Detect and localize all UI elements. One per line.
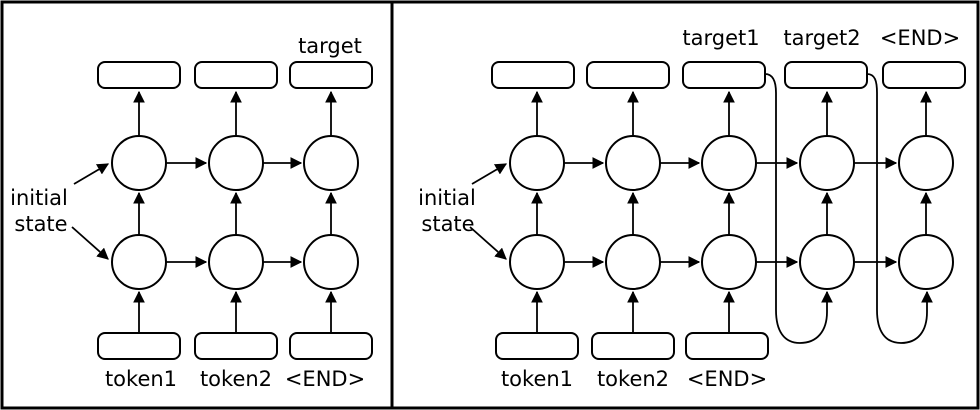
panel-right-inference: target1 target2 <END> token1 token2 <END…	[390, 0, 980, 410]
right-output-box	[784, 61, 868, 89]
rnn-cell	[111, 234, 167, 290]
rnn-cell	[898, 234, 954, 290]
left-input-box	[289, 332, 373, 360]
rnn-cell	[509, 234, 565, 290]
left-output-box	[97, 61, 181, 89]
right-initial-state-arrow-bottom	[469, 226, 507, 260]
rnn-cell	[605, 234, 661, 290]
right-input-label: token1	[501, 367, 573, 391]
right-output-box	[491, 61, 575, 89]
rnn-cell	[799, 234, 855, 290]
panel-left-training: target token1 token2 <END> initial state	[0, 0, 394, 410]
rnn-cell	[208, 234, 264, 290]
feedback-curve	[764, 73, 833, 344]
right-input-label: token2	[597, 367, 669, 391]
right-output-box	[882, 61, 966, 89]
right-output-box	[682, 61, 766, 89]
panel-right-border	[390, 0, 980, 410]
rnn-cell	[208, 135, 264, 191]
right-output-label: target1	[682, 26, 759, 50]
left-output-box	[289, 61, 373, 89]
right-input-box	[495, 332, 579, 360]
left-initial-state-arrow-top	[73, 163, 110, 185]
right-input-box	[685, 332, 769, 360]
right-output-label: target2	[783, 26, 860, 50]
rnn-cell	[898, 135, 954, 191]
left-input-label: token2	[200, 367, 272, 391]
left-initial-state-label: state	[14, 212, 67, 236]
left-input-box	[194, 332, 278, 360]
rnn-cell	[605, 135, 661, 191]
right-output-box	[586, 61, 670, 89]
rnn-cell	[799, 135, 855, 191]
right-initial-state-label: initial	[418, 186, 476, 210]
left-initial-state-arrow-bottom	[71, 226, 109, 260]
left-grid-arrows	[71, 90, 337, 333]
rnn-cell	[701, 135, 757, 191]
right-initial-state-arrow-top	[471, 163, 508, 185]
feedback-curve	[866, 73, 933, 344]
left-output-box	[194, 61, 278, 89]
right-input-label: <END>	[687, 367, 767, 391]
left-input-box	[97, 332, 181, 360]
left-initial-state-label: initial	[10, 186, 68, 210]
right-initial-state-label: state	[421, 212, 474, 236]
rnn-cell	[701, 234, 757, 290]
left-input-label: token1	[105, 367, 177, 391]
left-target-label: target	[298, 34, 362, 58]
right-input-box	[591, 332, 675, 360]
left-input-label: <END>	[285, 367, 365, 391]
right-grid-arrows	[469, 73, 933, 344]
rnn-cell	[303, 234, 359, 290]
rnn-cell	[303, 135, 359, 191]
rnn-cell	[111, 135, 167, 191]
rnn-cell	[509, 135, 565, 191]
right-output-label: <END>	[880, 26, 960, 50]
